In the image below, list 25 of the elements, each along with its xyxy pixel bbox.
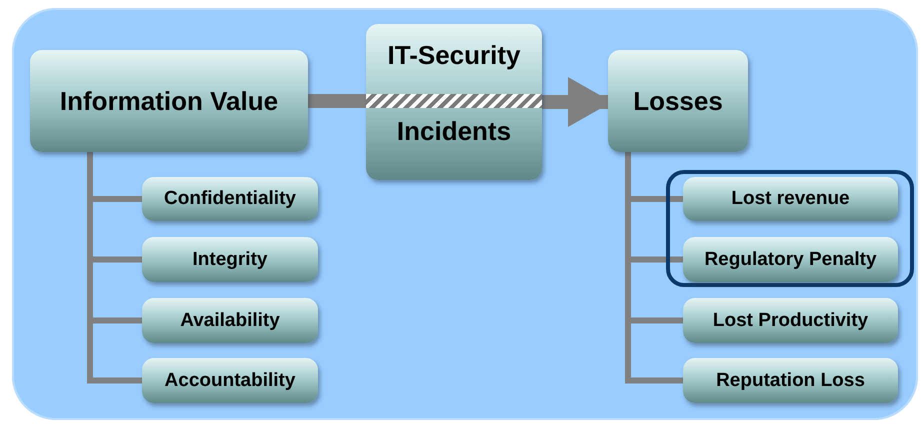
box-label: Incidents: [396, 116, 512, 147]
item-box: [142, 177, 318, 221]
box-label: Reputation Loss: [716, 370, 865, 392]
box-label: Information Value: [60, 86, 278, 116]
box-label: Regulatory Penalty: [704, 248, 877, 270]
connector-line: [308, 94, 366, 108]
item-box: [683, 298, 898, 343]
item-box: [142, 298, 318, 343]
item-box: [142, 358, 318, 403]
highlight-frame: [666, 170, 914, 287]
item-box: [683, 358, 898, 403]
box-label: Lost Productivity: [712, 310, 868, 332]
event-box: [366, 24, 542, 180]
item-box: [683, 237, 898, 282]
box-label: Integrity: [192, 248, 268, 270]
box-label: Losses: [633, 86, 723, 116]
item-box: [142, 237, 318, 282]
category-box: [608, 50, 748, 152]
box-label: Accountability: [164, 370, 296, 392]
category-box: [30, 50, 308, 152]
item-box: [683, 177, 898, 221]
box-label: Confidentiality: [164, 188, 296, 210]
box-label: Lost revenue: [731, 188, 850, 210]
box-label: IT-Security: [386, 40, 522, 71]
box-label: Availability: [180, 310, 280, 332]
